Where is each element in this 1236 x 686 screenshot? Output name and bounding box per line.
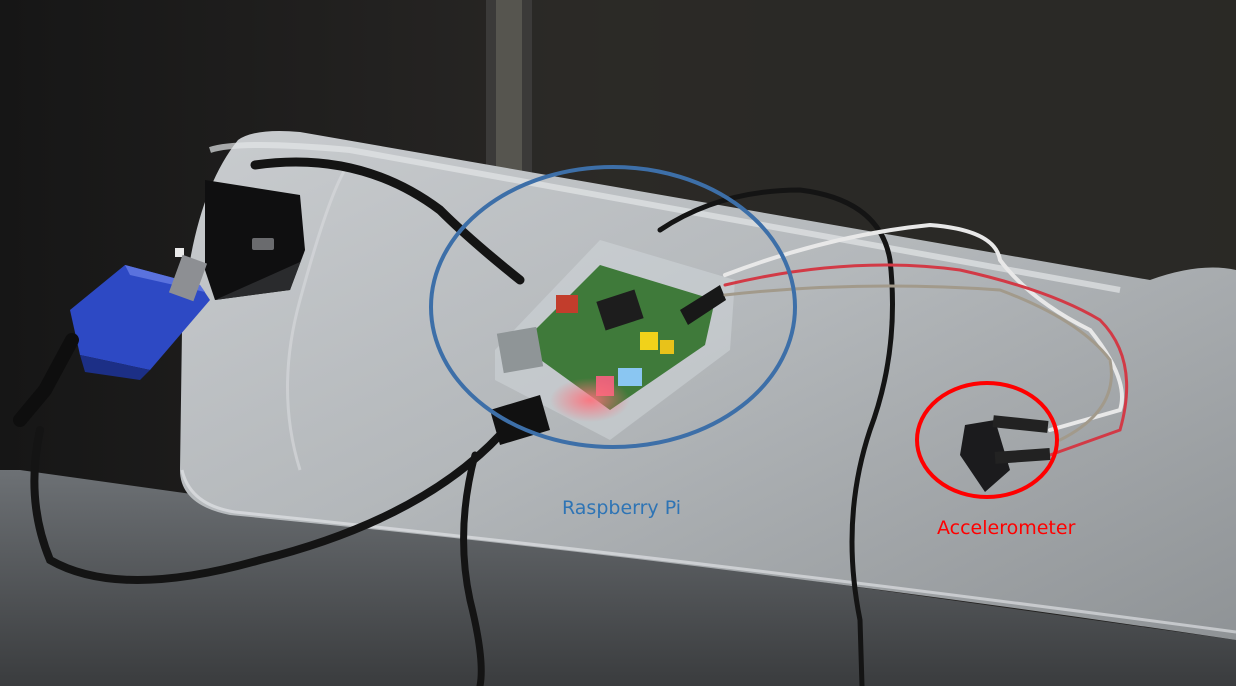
- raspberry-pi-board: [495, 240, 735, 440]
- adapter-box: [175, 180, 305, 300]
- accelerometer-label: Accelerometer: [937, 517, 1076, 539]
- vga-connector: [13, 254, 210, 427]
- accelerometer-annotation-circle: [915, 381, 1059, 499]
- accelerometer-board: [960, 415, 1051, 492]
- accelerometer-wires: [723, 222, 1129, 457]
- cables: [30, 157, 895, 686]
- raspberry-pi-annotation-circle: [429, 165, 797, 449]
- raspberry-pi-label: Raspberry Pi: [562, 497, 682, 519]
- shelf-front: [0, 470, 1236, 686]
